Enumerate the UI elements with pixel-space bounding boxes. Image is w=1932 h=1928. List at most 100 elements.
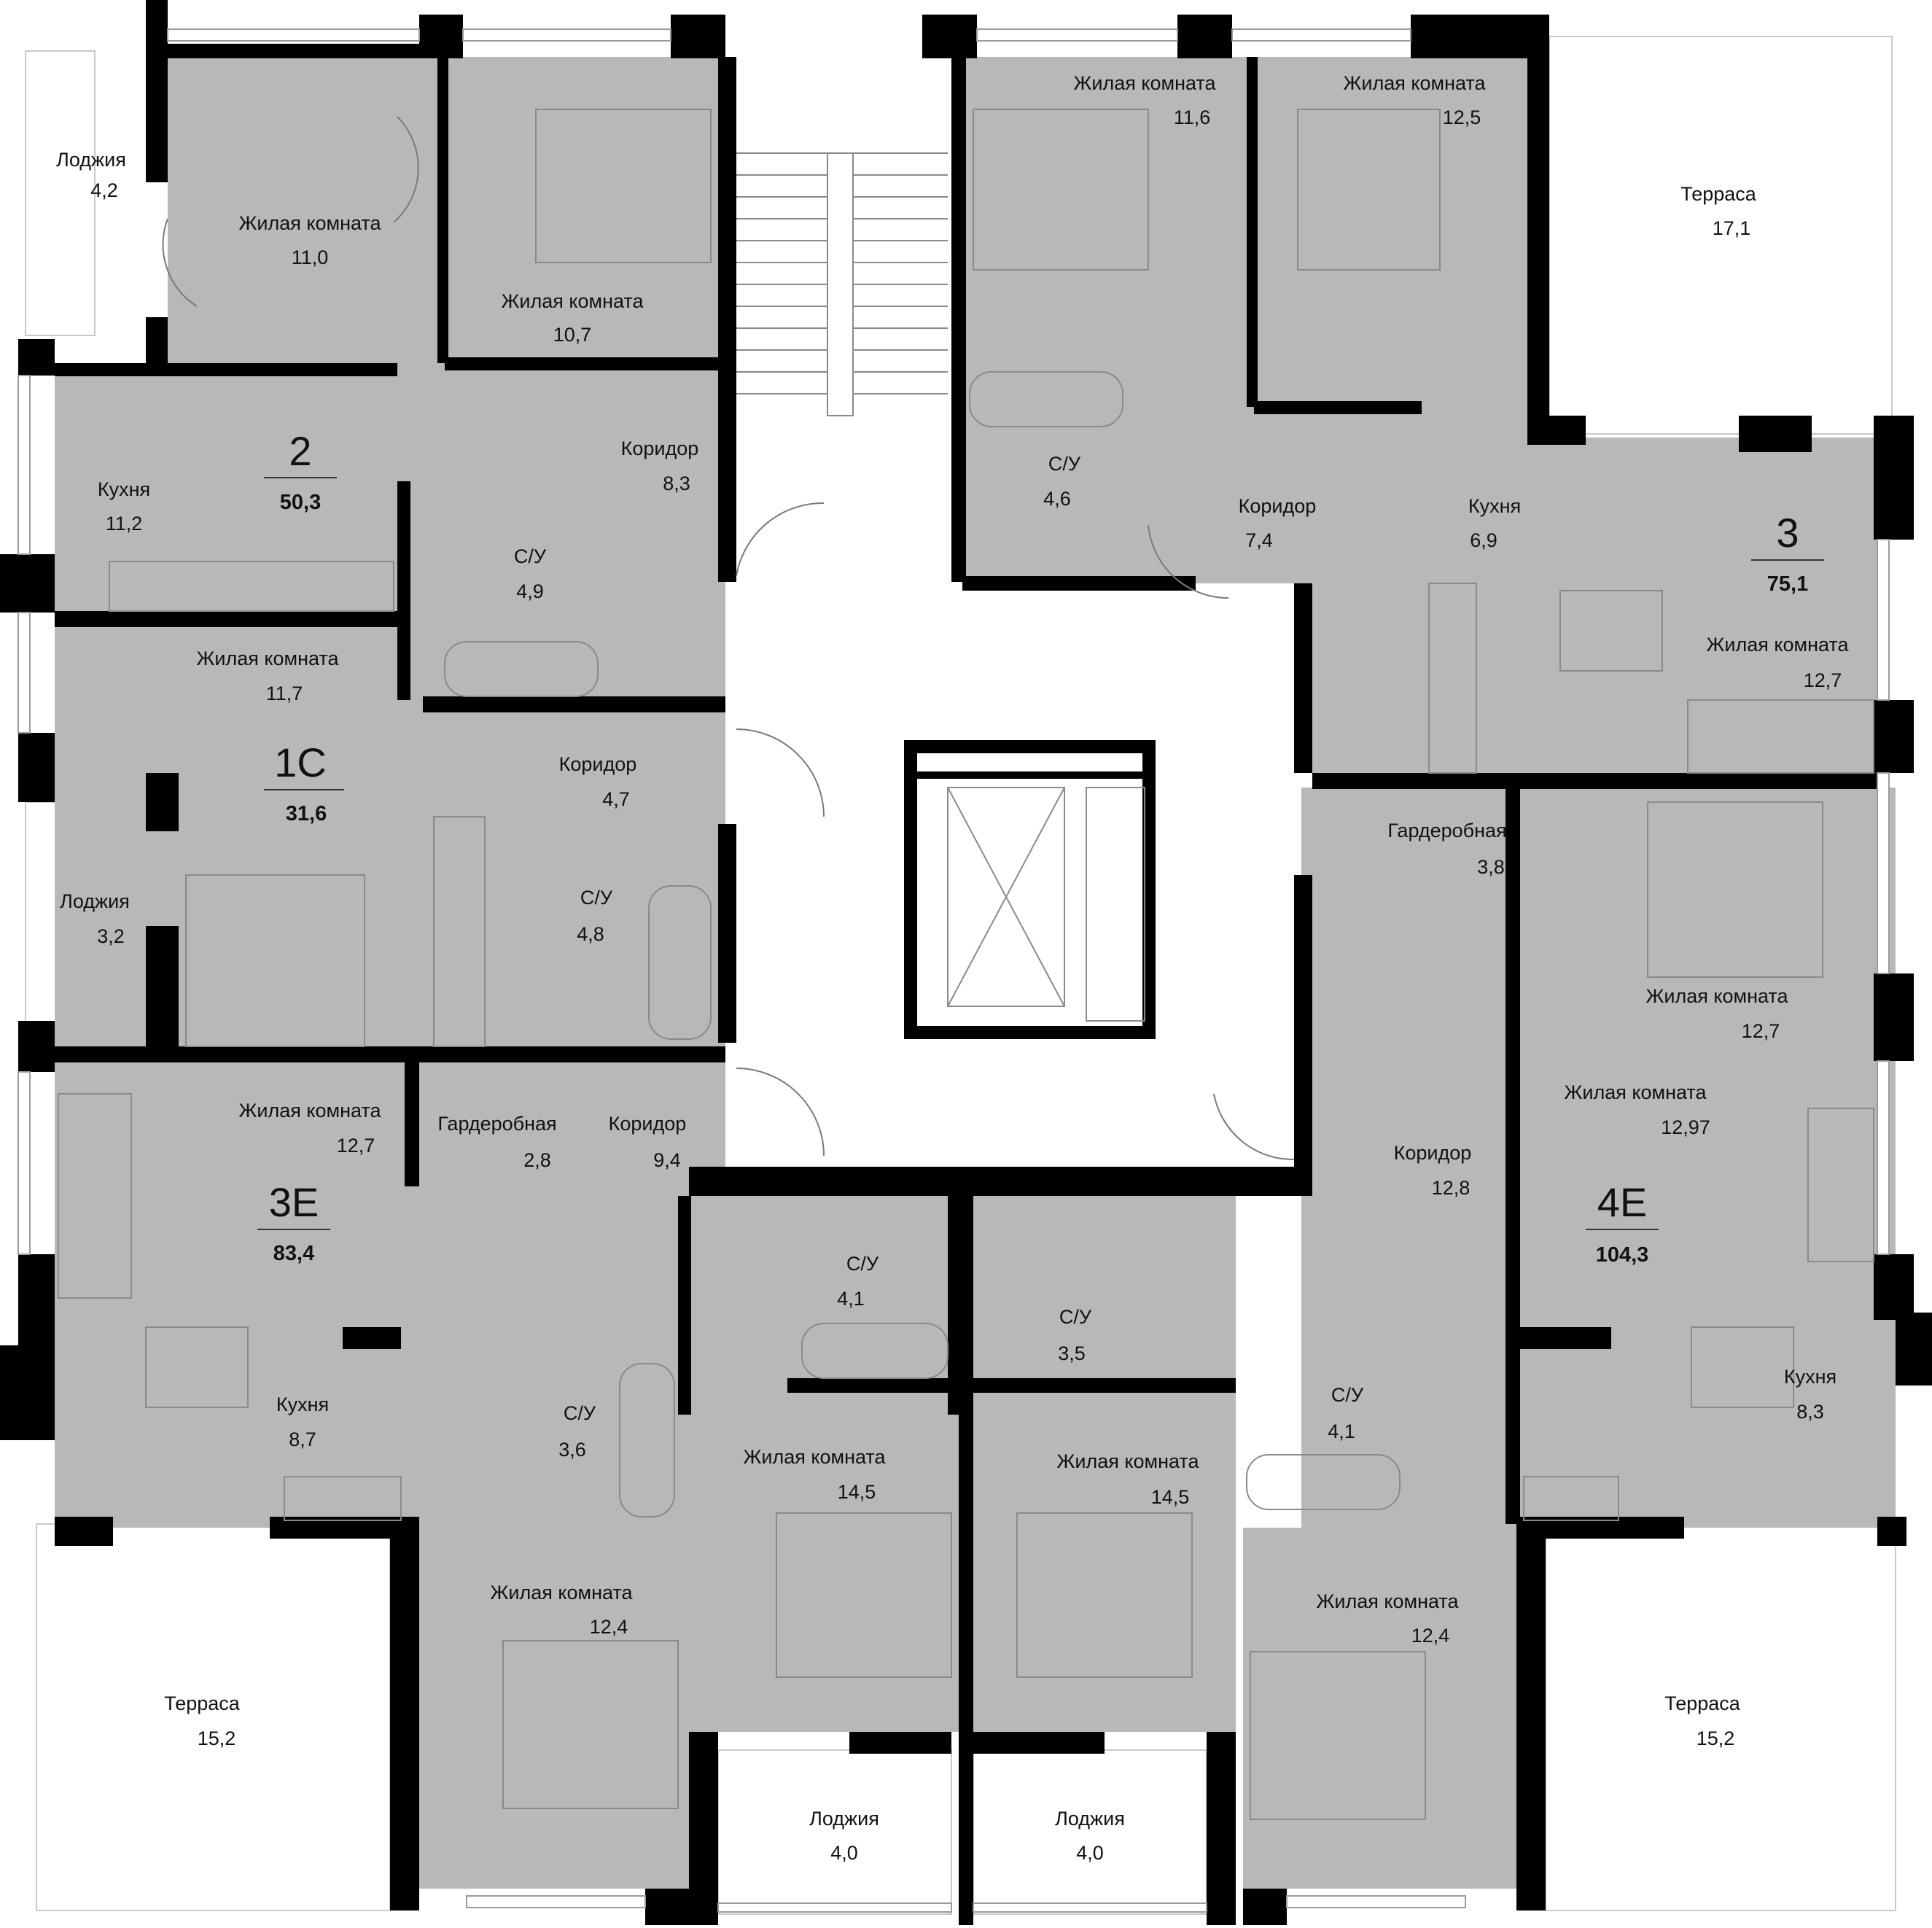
room-area-r28: 7,4: [1245, 529, 1273, 551]
room-name-r26: Терраса: [1680, 183, 1757, 205]
loggia-south-2: [973, 1749, 1207, 1915]
room-area-r11: 12,7: [337, 1135, 375, 1157]
room-area-r15: 3,6: [558, 1439, 586, 1461]
staircase: [736, 152, 948, 416]
loggia-south-1: [717, 1749, 952, 1915]
bathtub-icon: [969, 371, 1123, 427]
window: [976, 28, 1178, 42]
window: [17, 1071, 31, 1255]
room-area-r5: 8,3: [663, 473, 690, 494]
dining-table-icon: [1559, 590, 1663, 672]
bed-icon: [502, 1640, 679, 1809]
bed-icon: [535, 109, 712, 263]
doors: [162, 116, 1295, 1161]
apartment-code-a5: 4Е: [1597, 1179, 1648, 1225]
room-area-r21: 3,5: [1058, 1342, 1086, 1364]
room-name-r5: Коридор: [621, 438, 699, 459]
room-name-r33: Жилая комната: [1564, 1081, 1707, 1103]
fill-room-r34: [1301, 788, 1896, 1528]
terrace-north-east: [1549, 36, 1893, 435]
room-name-r22: Жилая комната: [1056, 1450, 1199, 1472]
bed-icon: [1250, 1651, 1426, 1820]
room-name-r25: Жилая комната: [1343, 72, 1486, 94]
room-area-r20: 4,0: [830, 1842, 858, 1864]
kitchen-counter-icon: [1428, 583, 1477, 774]
window: [1877, 772, 1890, 974]
room-name-r14: Кухня: [276, 1393, 329, 1415]
sofa-icon: [58, 1093, 132, 1299]
room-area-r25: 12,5: [1443, 106, 1481, 128]
bed-icon: [1016, 1512, 1193, 1678]
room-area-r3: 10,7: [553, 324, 592, 346]
bathtub-icon: [648, 885, 712, 1040]
room-area-r14: 8,7: [289, 1428, 316, 1450]
apartment-total-a3: 83,4: [273, 1242, 314, 1265]
kitchen-counter-icon: [109, 561, 394, 612]
room-name-r19: Жилая комната: [743, 1446, 886, 1468]
room-name-r37: Жилая комната: [1316, 1590, 1459, 1612]
room-name-r34: Коридор: [1394, 1142, 1472, 1164]
kitchen-counter-icon: [284, 1476, 402, 1521]
room-area-r23: 4,0: [1076, 1842, 1104, 1864]
apartment-total-a4: 75,1: [1767, 572, 1808, 596]
room-area-r8: 4,7: [602, 788, 630, 810]
lift-core: [947, 787, 1145, 1022]
room-name-r29: Кухня: [1468, 495, 1521, 517]
room-area-r7: 11,7: [266, 683, 303, 704]
bathtub-icon: [1246, 1454, 1401, 1510]
fill-room-r37: [1243, 1528, 1520, 1889]
bed-icon: [1297, 109, 1441, 271]
window: [1231, 28, 1411, 42]
room-name-r6: С/У: [514, 545, 547, 567]
sofa-icon: [1687, 699, 1874, 774]
room-name-r4: Кухня: [98, 478, 150, 500]
bathtub-icon: [801, 1323, 949, 1379]
fill-room-r2: [168, 57, 445, 363]
windows: [17, 28, 1890, 1913]
room-area-r29: 6,9: [1470, 529, 1497, 551]
room-name-r16: Жилая комната: [490, 1582, 633, 1604]
room-name-r27: С/У: [1048, 453, 1081, 475]
room-name-r18: С/У: [846, 1253, 879, 1275]
apartment-total-a5: 104,3: [1596, 1243, 1649, 1267]
window: [17, 375, 31, 555]
apartment-total-a1: 50,3: [280, 491, 321, 514]
room-area-r33: 12,97: [1661, 1116, 1710, 1138]
fill-room-r4: [55, 363, 397, 611]
room-area-r24: 11,6: [1174, 106, 1211, 128]
kitchen-counter-icon: [433, 816, 486, 1047]
room-area-r13: 9,4: [653, 1149, 681, 1171]
loggia-north-west: [25, 50, 96, 336]
room-name-r36: Кухня: [1784, 1366, 1836, 1388]
room-area-r38: 15,2: [1697, 1727, 1735, 1749]
room-area-r32: 12,7: [1742, 1020, 1780, 1042]
room-area-r10: 4,8: [577, 923, 604, 945]
room-name-r23: Лоджия: [1055, 1808, 1125, 1830]
room-area-r2: 11,0: [292, 246, 329, 268]
fill-room-r19: [689, 1192, 959, 1732]
bed-icon: [1647, 801, 1823, 978]
sofa-icon: [1807, 1108, 1874, 1262]
outdoor-areas: [25, 36, 1896, 1915]
furniture: [58, 109, 1874, 1820]
room-name-r9: Лоджия: [60, 890, 130, 912]
room-area-r1: 4,2: [90, 179, 118, 201]
room-area-r34: 12,8: [1432, 1177, 1471, 1199]
room-name-r31: Гардеробная: [1387, 820, 1506, 841]
room-name-r21: С/У: [1059, 1306, 1092, 1328]
room-name-r32: Жилая комната: [1645, 985, 1788, 1007]
room-area-r35: 4,1: [1328, 1420, 1355, 1442]
window: [466, 1895, 646, 1908]
room-area-r4: 11,2: [106, 513, 143, 535]
room-name-r2: Жилая комната: [238, 212, 381, 234]
room-area-r19: 14,5: [838, 1481, 876, 1503]
room-name-r30: Жилая комната: [1706, 634, 1849, 656]
apartment-labels: 2 50,3 1С 31,6 3Е 83,4 3 75,1 4Е 104,3: [257, 428, 1824, 1267]
sofa-icon: [185, 874, 365, 1047]
apartment-code-a2: 1С: [274, 739, 327, 785]
dining-table-icon: [145, 1326, 249, 1408]
room-name-r8: Коридор: [559, 753, 637, 775]
apartment-code-a3: 3Е: [269, 1179, 319, 1225]
room-name-r38: Терраса: [1664, 1692, 1741, 1714]
